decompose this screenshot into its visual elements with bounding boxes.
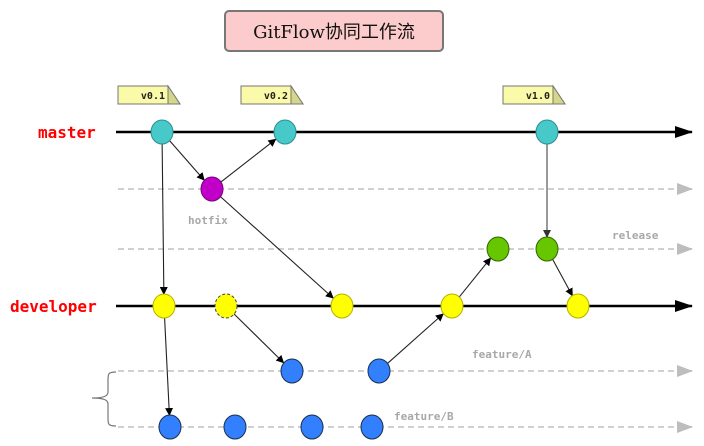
commit-d5[interactable] [566, 293, 590, 319]
commit-d4[interactable] [440, 293, 464, 319]
commit-fb2[interactable] [223, 414, 247, 440]
commit-m3[interactable] [535, 119, 559, 145]
edge-d4-to-r1 [458, 257, 492, 298]
edge-h1-to-d3 [219, 195, 334, 299]
branch-label-hotfix: hotfix [188, 214, 228, 227]
edge-m1-to-d1 [159, 142, 168, 296]
version-tag-v0.1: v0.1 [117, 84, 181, 105]
version-tag-label: v1.0 [526, 91, 550, 102]
edge-h1-to-m2 [220, 138, 277, 183]
commit-h1[interactable] [200, 176, 224, 202]
edge-d1-to-fb1 [163, 316, 174, 417]
commit-fa2[interactable] [367, 358, 391, 384]
commit-r2[interactable] [535, 236, 559, 262]
diagram-title: GitFlow协同工作流 [224, 10, 444, 52]
commit-m1[interactable] [150, 119, 174, 145]
edge-r2-to-d5 [551, 258, 573, 297]
branch-label-release: release [612, 229, 659, 242]
commit-d2[interactable] [214, 293, 238, 319]
commit-fa1[interactable] [280, 358, 304, 384]
commit-fb3[interactable] [300, 414, 324, 440]
version-tag-v1.0: v1.0 [502, 84, 566, 105]
commit-fb4[interactable] [360, 414, 384, 440]
commit-fb1[interactable] [158, 414, 182, 440]
edge-m1-to-h1 [168, 139, 205, 181]
version-tag-label: v0.1 [141, 91, 165, 102]
branch-label-featureB: feature/B [394, 410, 454, 423]
version-tag-label: v0.2 [264, 91, 288, 102]
commit-d3[interactable] [330, 293, 354, 319]
commit-m2[interactable] [273, 119, 297, 145]
feature-group-brace [91, 371, 117, 427]
edge-d2-to-fa1 [233, 313, 285, 364]
edge-fa2-to-d4 [386, 313, 444, 365]
version-tag-v0.2: v0.2 [240, 84, 304, 105]
branch-label-featureA: feature/A [472, 348, 532, 361]
branch-label-developer: developer [10, 297, 97, 316]
commit-r1[interactable] [486, 236, 510, 262]
branch-label-master: master [38, 123, 96, 142]
commit-d1[interactable] [152, 293, 176, 319]
